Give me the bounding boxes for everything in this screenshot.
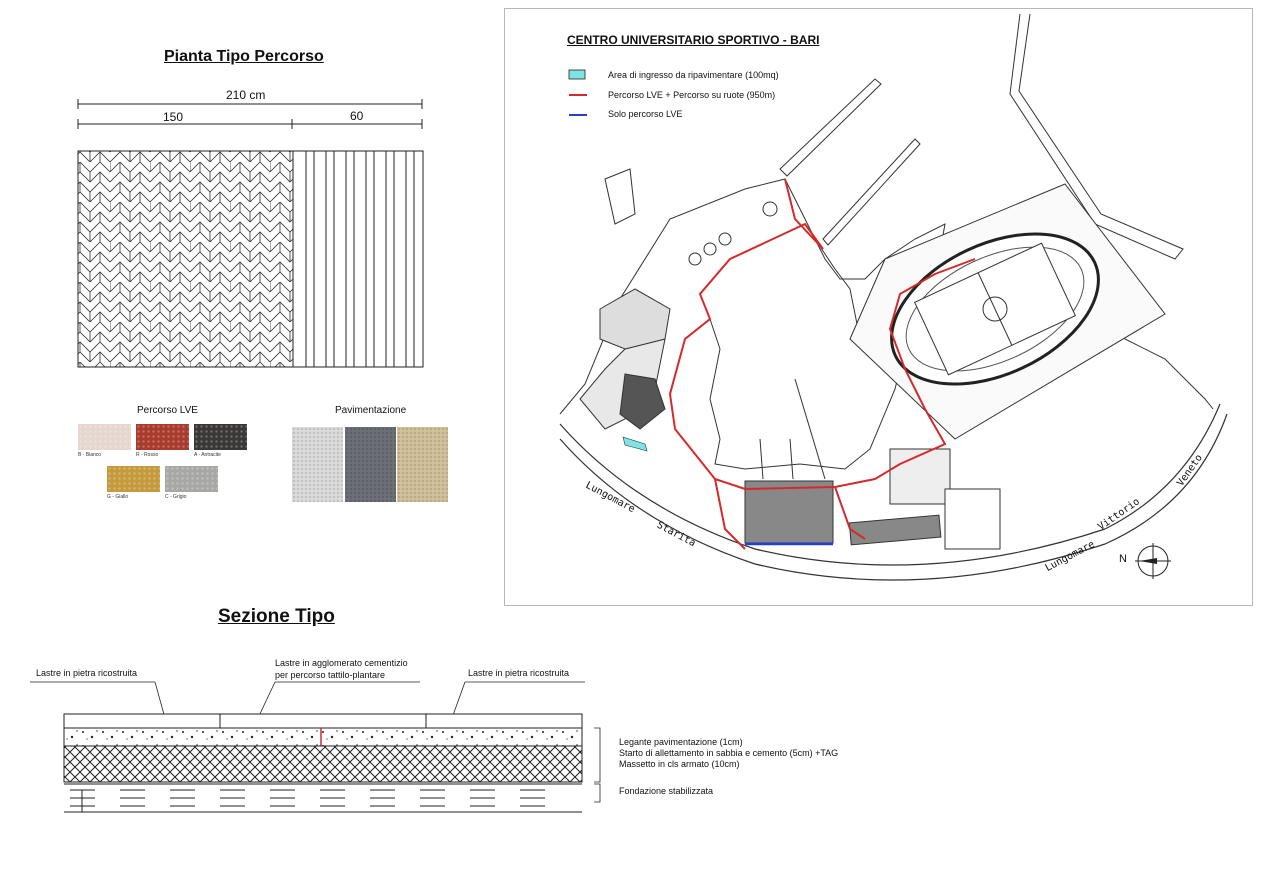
paving-swatch [345,427,396,502]
plan-title: Pianta Tipo Percorso [164,48,324,65]
label-cement-line1: Lastre in agglomerato cementizio [275,658,408,668]
tactile-stripes [292,150,424,368]
access-road [1009,13,1184,260]
lve-swatch-label: C - Grigio [165,494,187,500]
paving-swatch [397,427,448,502]
lve-swatch [165,466,218,492]
legend-label-entrance: Area di ingresso da ripavimentare (100mq… [608,70,779,80]
plan-drawing [77,99,424,368]
lve-swatch-label: G - Giallo [107,494,129,500]
layer-foundation [64,783,582,813]
layer-label-foundation: Fondazione stabilizzata [619,786,714,796]
dim-right-label: 60 [350,109,364,123]
lve-swatch [194,424,247,450]
slab-left [63,713,221,729]
lve-swatch-label: B - Bianco [78,452,102,458]
section-drawing [30,681,601,813]
map-title: CENTRO UNIVERSITARIO SPORTIVO - BARI [567,33,820,47]
label-stone-left: Lastre in pietra ricostruita [36,668,138,678]
building-gym [744,480,834,544]
lve-swatch [78,424,131,450]
layer-label-screed: Massetto in cls armato (10cm) [619,759,740,769]
legend-cyan-swatch [568,69,586,80]
paving-materials-title: Pavimentazione [335,405,407,416]
site-map: CENTRO UNIVERSITARIO SPORTIVO - BARI Are… [504,8,1253,606]
lve-materials-title: Percorso LVE [137,405,198,416]
lve-swatch [107,466,160,492]
route-red [668,178,976,491]
slab-right [425,713,583,729]
legend-label-lve-wheels: Percorso LVE + Percorso su ruote (950m) [608,90,776,100]
section-title: Sezione Tipo [218,606,335,627]
map-plan-drawing [559,13,1228,581]
layer-screed [63,745,583,783]
lve-swatch [136,424,189,450]
label-stone-right: Lastre in pietra ricostruita [468,668,570,678]
dim-total-label: 210 cm [226,88,266,102]
north-arrow-icon [1135,543,1171,579]
layer-bedding [63,727,583,747]
entrance-area [622,436,648,452]
paving-swatch [292,427,343,502]
dim-left-label: 150 [163,110,184,124]
label-cement-line2: per percorso tattilo-plantare [275,670,386,680]
lve-swatch-label: R - Rosso [136,452,159,458]
layer-label-binder: Legante pavimentazione (1cm) [619,737,743,747]
map-legend-symbols [568,69,587,116]
slab-center [219,713,427,729]
layer-label-bedding: Starto di allettamento in sabbia e cemen… [619,748,839,758]
legend-label-lve-only: Solo percorso LVE [608,109,683,119]
herringbone-paving [77,150,294,368]
lve-swatch-label: A - Antracite [194,452,221,458]
north-label: N [1119,553,1127,565]
